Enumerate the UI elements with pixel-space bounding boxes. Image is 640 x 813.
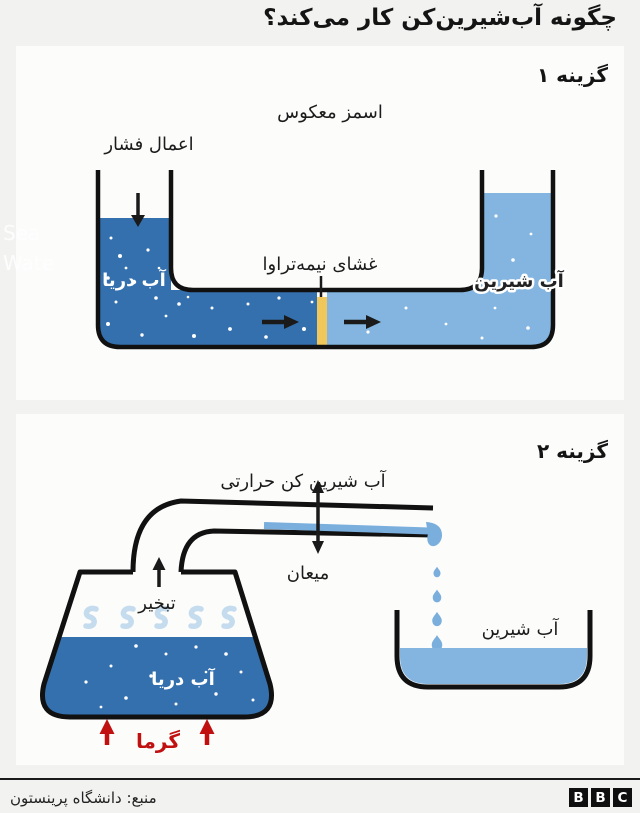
source-credit: منبع: دانشگاه پرینستون [10,788,157,807]
panel-thermal-desalination: گزینه ۲ آب شیرین کن حرارتی میعان تبخیر آ… [16,414,624,765]
flask-sea-water-fill [43,637,271,716]
fresh-water-fill [327,193,553,347]
sea-water-fill [98,218,317,347]
page-title: چگونه آب‌شیرین‌کن کار می‌کند؟ [263,5,617,31]
thermal-method-label: آب شیرین کن حرارتی [220,469,386,492]
tube-drip-curl [426,522,442,547]
thermal-desalination-diagram: گزینه ۲ آب شیرین کن حرارتی میعان تبخیر آ… [40,439,608,753]
tube-water-film [263,522,430,535]
bbc-logo-letter: B [591,788,610,807]
basin-outline [394,610,593,690]
pressure-arrow [131,193,145,227]
flow-arrow-left [262,315,299,329]
flow-arrow-right [344,315,381,329]
condensation-arrow [312,480,324,554]
heat-label: گرما [136,729,180,753]
heat-arrows [104,732,210,745]
basin-fresh-water-label: آب شیرین [482,617,560,640]
bbc-logo: B B C [569,788,632,807]
heat-arrowheads [99,719,215,734]
reverse-osmosis-diagram: گزینه ۱ اسمز معکوس اعمال فشار آب دریا غش… [95,63,608,350]
flask-sea-water-label: آب دریا [151,667,215,690]
tube-outer-wall [130,498,434,573]
fresh-water-label: آب شیرین [474,269,565,292]
condensation-label: میعان [287,563,329,584]
flask-salt-particles [84,644,255,709]
salt-particles [106,236,314,339]
u-tube-outer-wall [95,170,556,350]
reverse-osmosis-label: اسمز معکوس [277,102,383,123]
u-tube-inner-wall [168,170,485,293]
evaporation-arrow [152,557,166,587]
flask-outline [40,569,274,720]
tube-inner-wall [178,528,434,573]
pressure-label: اعمال فشار [103,134,193,155]
panel-reverse-osmosis: گزینه ۱ اسمز معکوس اعمال فشار آب دریا غش… [16,46,624,400]
evaporation-label: تبخیر [137,593,175,614]
option2-label: گزینه ۲ [537,439,608,463]
bbc-logo-letter: B [569,788,588,807]
bbc-logo-letter: C [613,788,632,807]
sea-water-label: آب دریا [102,268,166,291]
footer: منبع: دانشگاه پرینستون B B C [0,778,640,813]
basin-fresh-water-fill [400,648,587,684]
option1-label: گزینه ۱ [537,63,608,87]
fresh-particles [366,214,546,340]
membrane-label: غشای نیمه‌تراوا [263,254,378,275]
membrane [317,297,327,347]
falling-droplets [431,566,443,651]
